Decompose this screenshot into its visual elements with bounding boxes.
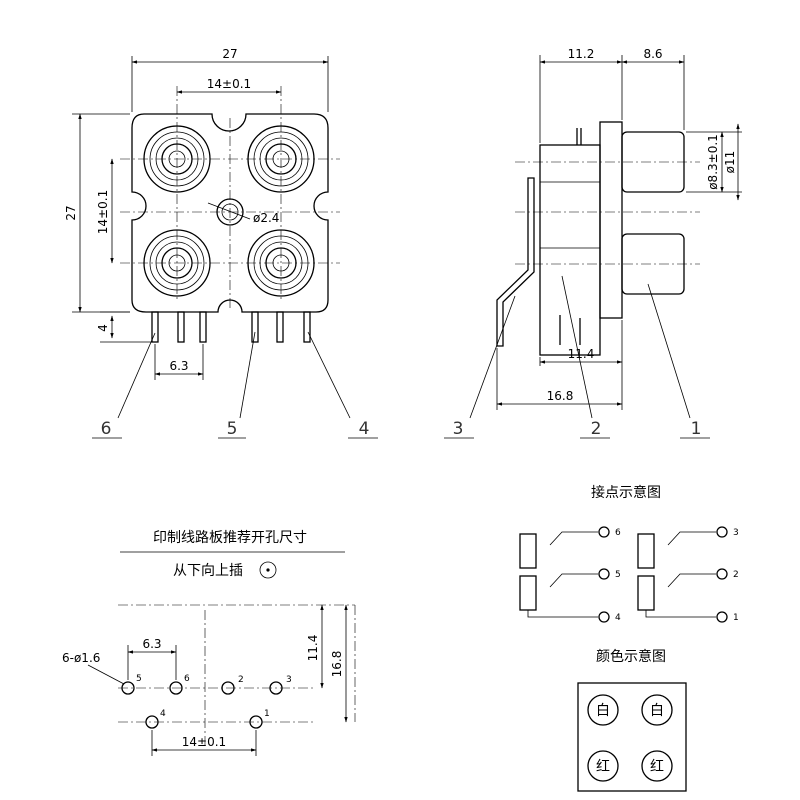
pcb-title: 印制线路板推荐开孔尺寸	[153, 530, 307, 546]
pcb-layout: 印制线路板推荐开孔尺寸 从下向上插 5 6 2 3 4 1 6-ø1.6 6.3	[62, 530, 356, 756]
dim-width: 27	[222, 47, 237, 61]
svg-text:3: 3	[733, 528, 739, 538]
side-view: 11.2 8.6 ø8.3±0.1 ø11 11.4 16.8 3 2 1	[444, 47, 742, 439]
callout-1: 1	[691, 419, 702, 439]
pcb-hole-2	[221, 681, 235, 695]
svg-text:3: 3	[286, 675, 292, 685]
dim-pin-length: 4	[96, 324, 110, 332]
svg-text:4: 4	[615, 613, 621, 623]
pcb-dim-h2: 16.8	[330, 651, 344, 678]
dim-side-a: 11.2	[568, 47, 595, 61]
dim-pin-pitch: 6.3	[169, 359, 188, 373]
front-pins	[151, 311, 311, 343]
svg-text:6: 6	[615, 528, 621, 538]
callout-5: 5	[227, 419, 238, 439]
dim-pitch-v: 14±0.1	[96, 190, 110, 234]
color-title: 颜色示意图	[596, 648, 666, 665]
dim-height: 27	[64, 205, 78, 220]
dim-outer-dia: ø11	[723, 151, 737, 174]
color-white-1: 白	[596, 703, 610, 719]
svg-text:2: 2	[733, 570, 739, 580]
dim-side-total: 16.8	[547, 389, 574, 403]
side-bracket	[496, 177, 535, 347]
front-body-outline	[131, 113, 329, 313]
side-flange	[599, 121, 623, 319]
svg-text:6: 6	[184, 674, 190, 684]
svg-text:1: 1	[264, 709, 270, 719]
pcb-hole-5	[121, 681, 135, 695]
pcb-dim-h1: 11.4	[306, 635, 320, 662]
dim-side-body: 11.4	[568, 347, 595, 361]
dim-inner-dia: ø8.3±0.1	[706, 134, 720, 190]
dim-pitch-h: 14±0.1	[207, 77, 251, 91]
svg-text:4: 4	[160, 709, 166, 719]
side-body	[539, 144, 601, 356]
pcb-subtitle: 从下向上插	[173, 563, 243, 579]
color-red-2: 红	[650, 759, 664, 775]
svg-text:1: 1	[733, 613, 739, 623]
dim-hole: ø2.4	[253, 211, 279, 225]
pcb-holes-label: 6-ø1.6	[62, 651, 100, 665]
callout-4: 4	[359, 419, 370, 439]
color-white-2: 白	[650, 703, 664, 719]
contact-title: 接点示意图	[591, 484, 661, 501]
insert-direction-icon	[259, 561, 277, 579]
pcb-hole-1	[249, 715, 263, 729]
pcb-hole-6	[169, 681, 183, 695]
pcb-hole-3	[269, 681, 283, 695]
svg-text:5: 5	[615, 570, 621, 580]
color-grid	[577, 682, 687, 792]
pcb-dim-pitch-bottom: 14±0.1	[182, 735, 226, 749]
contact-diagram: 接点示意图 6 5 4 3 2 1	[519, 484, 739, 623]
pcb-hole-4	[145, 715, 159, 729]
dim-side-b: 8.6	[643, 47, 662, 61]
svg-text:2: 2	[238, 675, 244, 685]
svg-text:5: 5	[136, 674, 142, 684]
callout-3: 3	[453, 419, 464, 439]
color-diagram: 颜色示意图 白 白 红 红	[577, 648, 687, 792]
callout-2: 2	[591, 419, 602, 439]
front-view: 27 14±0.1 27 14±0.1 ø2.4 4 6.3 6 5 4	[64, 47, 378, 439]
pcb-dim-pitch-top: 6.3	[142, 637, 161, 651]
color-red-1: 红	[596, 759, 610, 775]
callout-6: 6	[101, 419, 112, 439]
